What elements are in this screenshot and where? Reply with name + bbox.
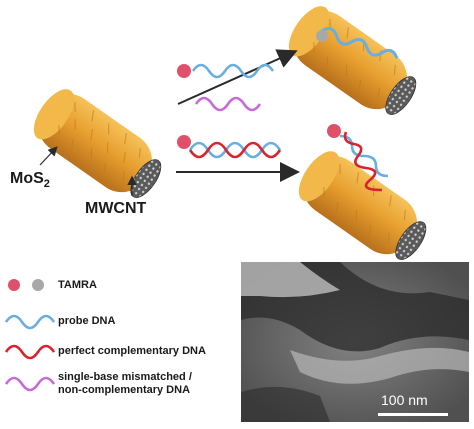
- legend-tamra-gray-icon: [32, 279, 44, 291]
- upper-reaction-arrow: [177, 49, 298, 105]
- probe-tamra-dot-upper: [177, 64, 191, 78]
- scale-bar: [378, 413, 448, 416]
- legend-probe-icon: [4, 314, 56, 330]
- released-perfect-dna: [343, 131, 383, 192]
- legend-tamra-pink-icon: [8, 279, 20, 291]
- perfect-dna-lower: [188, 141, 282, 159]
- legend-perfect-text: perfect complementary DNA: [58, 345, 206, 357]
- released-nanotube: [298, 151, 427, 260]
- mismatch-dna-upper: [194, 96, 262, 112]
- legend-probe-text: probe DNA: [58, 315, 116, 327]
- mos2-pointer: [39, 146, 58, 166]
- mwcnt-label: MWCNT: [85, 200, 147, 217]
- released-tamra-dot: [327, 124, 341, 138]
- released-probe-dna: [339, 134, 389, 178]
- scale-bar-label: 100 nm: [381, 392, 428, 408]
- quenched-nanotube: [288, 6, 417, 115]
- probe-dna-upper: [191, 63, 275, 79]
- quenched-tamra-dot: [316, 30, 328, 42]
- probe-tamra-dot-lower: [177, 135, 191, 149]
- adsorbed-probe-dna: [320, 27, 399, 59]
- legend-mismatch-icon: [4, 376, 56, 392]
- probe-dna-lower: [188, 141, 282, 159]
- main-nanotube: [33, 89, 162, 198]
- legend-tamra-text: TAMRA: [58, 279, 97, 291]
- mos2-label: MoS2: [10, 170, 50, 191]
- legend-perfect-icon: [4, 344, 56, 360]
- legend-mismatch-line1: single-base mismatched /: [58, 371, 192, 383]
- legend-mismatch-line2: non-complementary DNA: [58, 384, 191, 396]
- sem-micrograph: [241, 262, 469, 422]
